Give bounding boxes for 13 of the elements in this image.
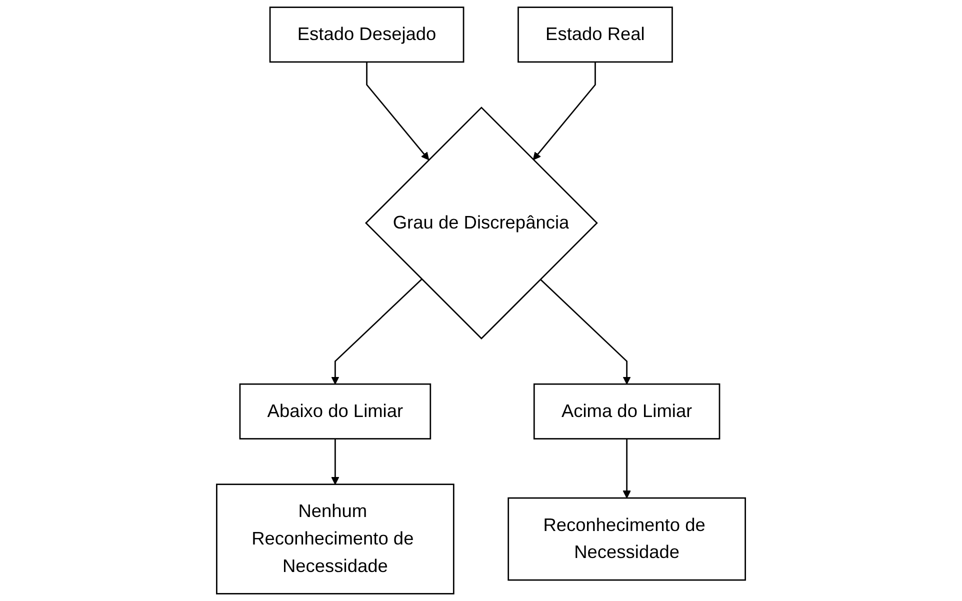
arrow <box>331 438 340 485</box>
node-box: Reconhecimento de Necessidade <box>508 497 746 581</box>
node-box: Acima do Limiar <box>533 383 720 440</box>
node-box: Estado Desejado <box>269 6 464 63</box>
arrow <box>532 62 596 160</box>
arrow <box>331 278 422 384</box>
arrow <box>540 278 631 384</box>
node-diamond: Grau de Discrepância <box>365 106 598 340</box>
node-box: Estado Real <box>518 6 673 63</box>
arrow <box>366 62 430 160</box>
node-box: Nenhum Reconhecimento de Necessidade <box>216 484 454 594</box>
arrow <box>622 438 631 498</box>
node-box: Abaixo do Limiar <box>239 383 432 440</box>
